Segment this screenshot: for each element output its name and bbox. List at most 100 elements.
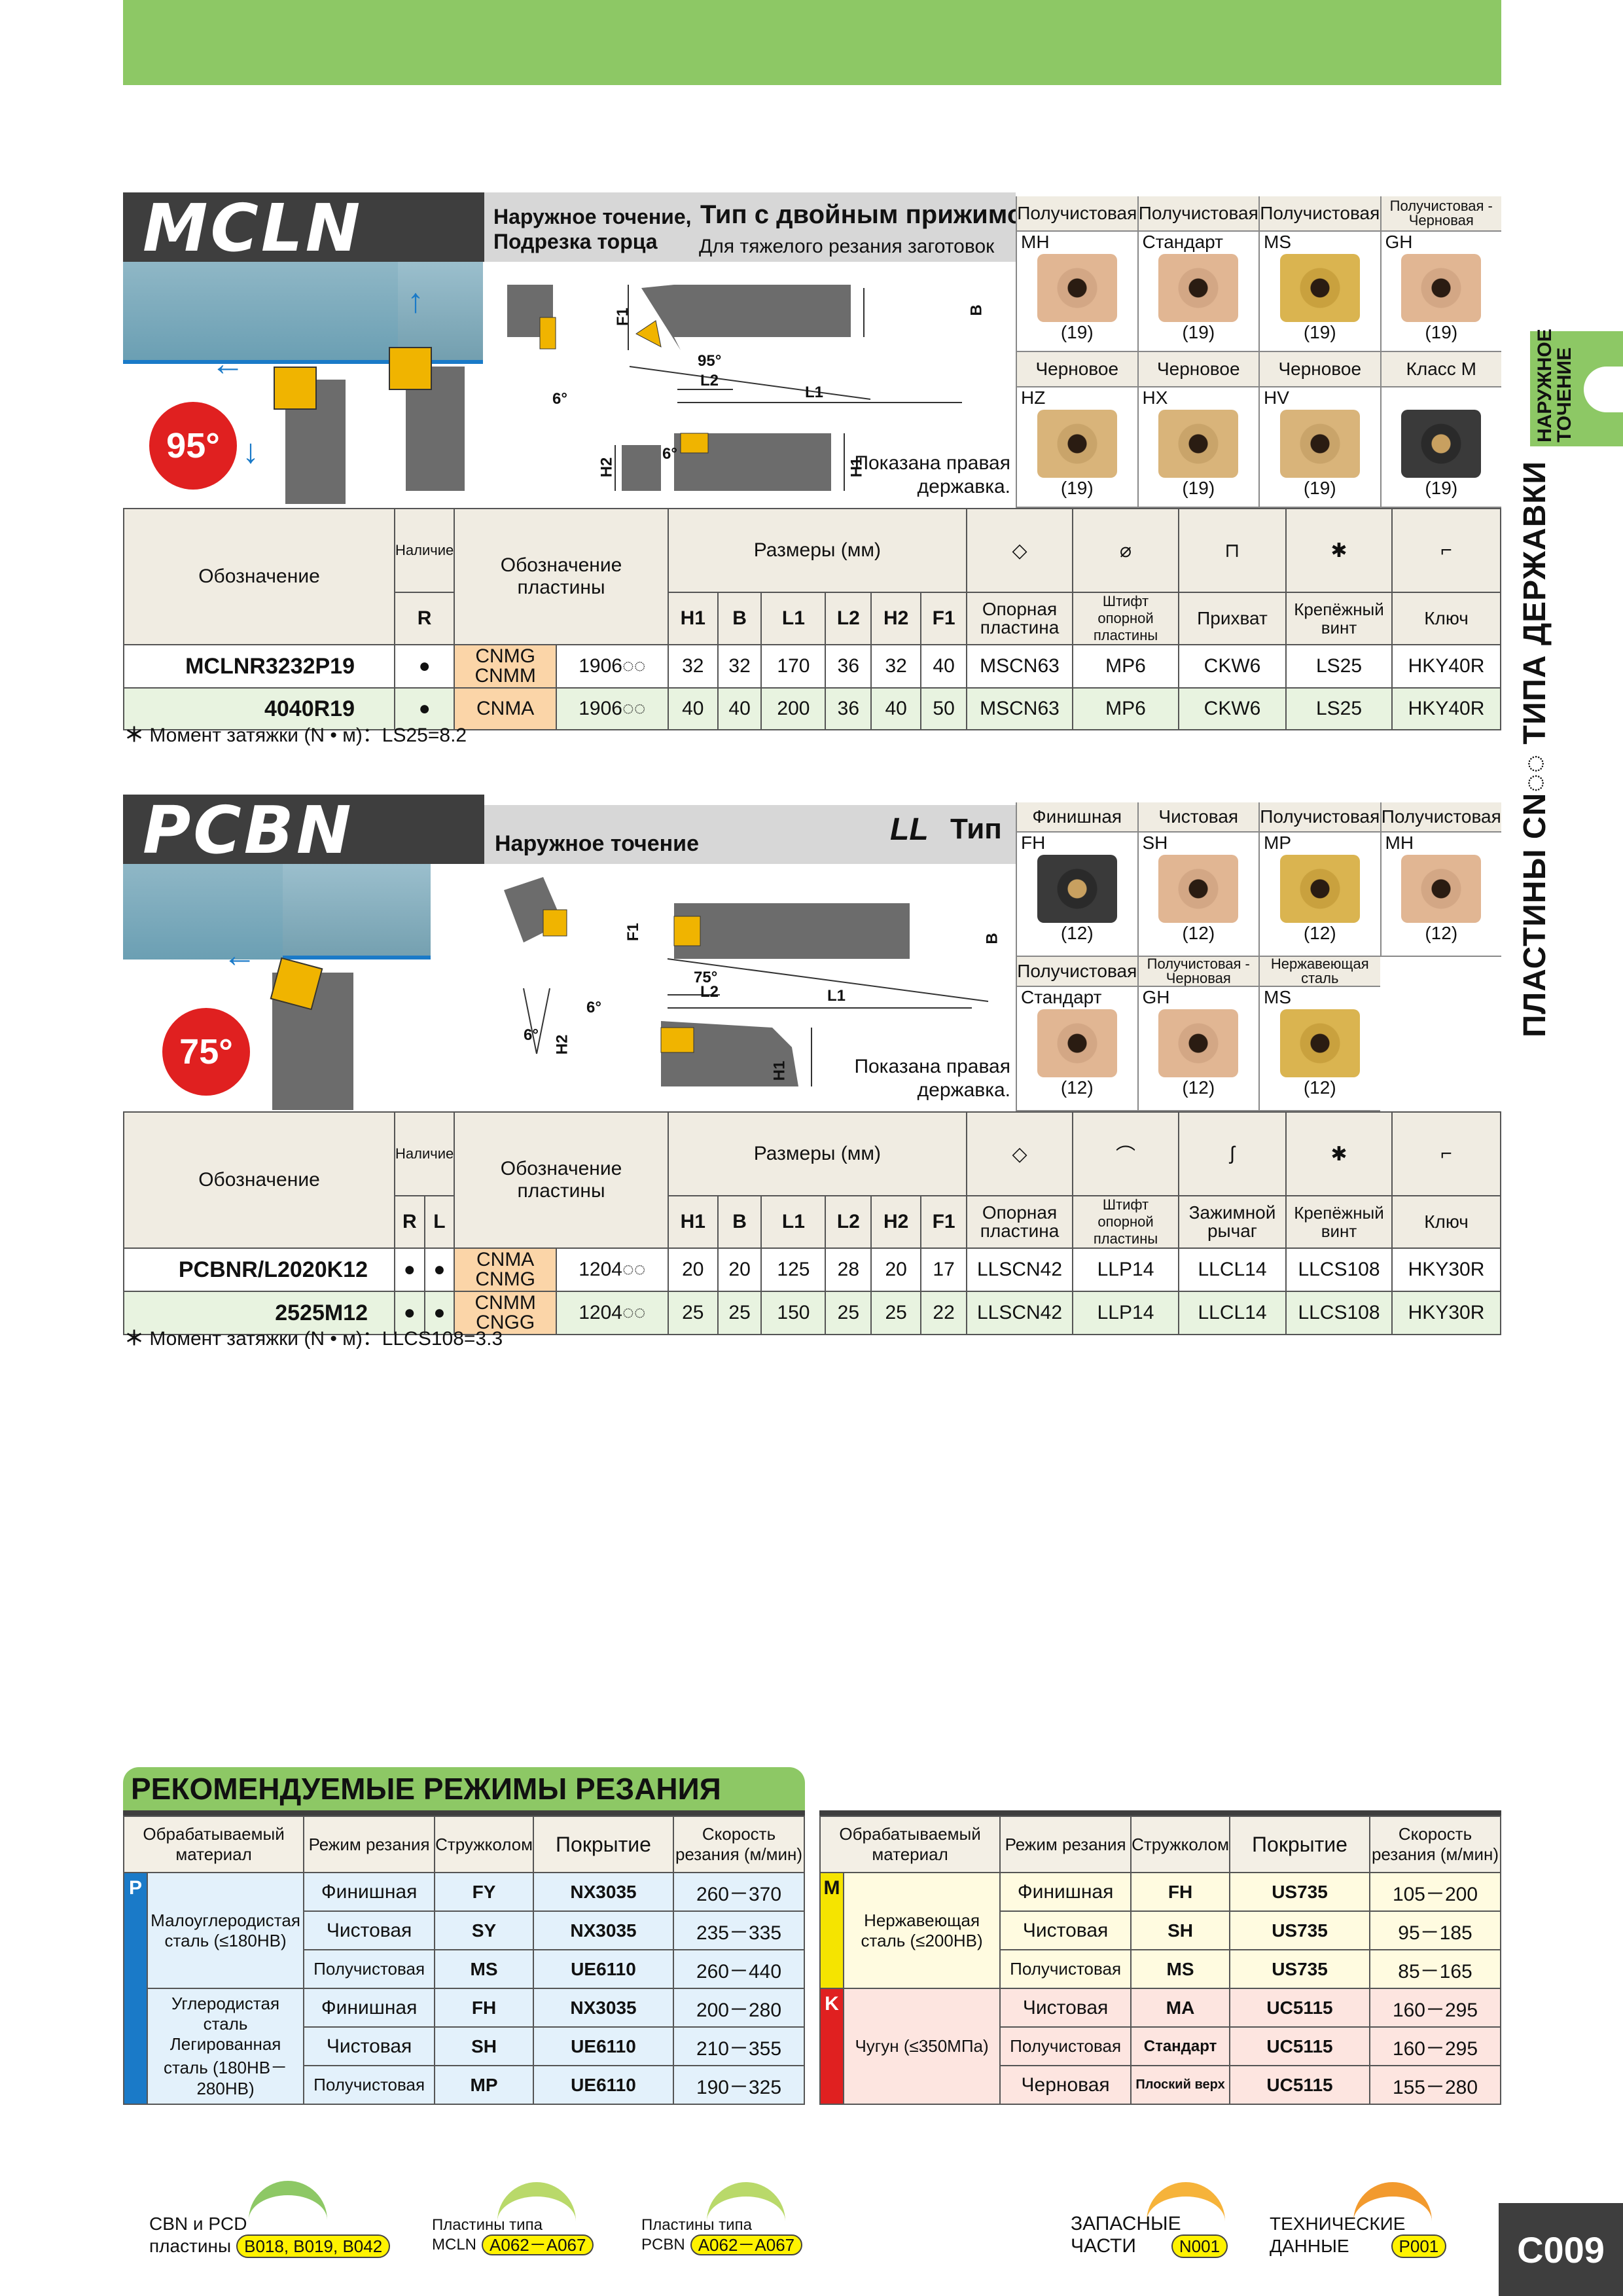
insert-head: Класс M	[1381, 352, 1501, 387]
insert-head: Нержавеющая сталь	[1260, 957, 1380, 987]
insert-image	[1279, 1009, 1360, 1077]
insert-count: (19)	[1060, 478, 1094, 498]
pcbn-workpiece-photo	[123, 864, 283, 960]
col-designation: Обозначение	[123, 508, 395, 645]
insert-code: Стандарт	[1021, 987, 1102, 1007]
pcbn-type-word: Тип	[950, 813, 1002, 845]
pcbn-spec-table: Обозначение Наличие Обозначение пластины…	[123, 1111, 1501, 1335]
col-stock: Наличие	[393, 1111, 455, 1196]
part-support: Опорная пластина	[966, 1195, 1073, 1249]
top-green-bar	[123, 0, 1501, 85]
curved-arrow-icon	[249, 2181, 327, 2227]
dim-6b: 6°	[524, 1026, 539, 1044]
curved-arrow-icon	[1353, 2182, 1432, 2228]
dim-95: 95°	[698, 352, 722, 370]
insert-count: (19)	[1303, 322, 1336, 342]
mcln-type-sub: Для тяжелого резания заготовок	[699, 236, 995, 257]
col-l: L	[423, 1195, 455, 1249]
dim-b: B	[967, 304, 986, 316]
rec-title: РЕКОМЕНДУЕМЫЕ РЕЖИМЫ РЕЗАНИЯ	[131, 1772, 721, 1806]
dim-75: 75°	[694, 969, 718, 986]
dim-l1-head: L1	[760, 1195, 827, 1249]
insert-count: (19)	[1425, 478, 1458, 498]
curved-arrow-icon	[497, 2182, 576, 2228]
col-insert: Обозначение пластины	[454, 508, 669, 645]
insert-head: Получистовая	[1138, 196, 1258, 232]
insert-image	[1158, 855, 1239, 923]
arrow-left-icon: ←	[211, 345, 245, 383]
dim-f1: F1	[624, 922, 643, 942]
col-r: R	[394, 1195, 425, 1249]
col-dims: Размеры (мм)	[667, 1111, 968, 1196]
insert-head: Черновое	[1017, 352, 1137, 387]
insert-image	[1279, 410, 1360, 478]
table-row: Получистовая MP UE6110 190－325	[124, 2065, 805, 2105]
dim-l2: L2	[700, 372, 719, 389]
key-icon: ⌐	[1391, 1111, 1501, 1196]
lever-icon: ʃ	[1178, 1111, 1287, 1196]
curved-arrow-icon	[1147, 2182, 1225, 2228]
dim-6: 6°	[586, 999, 601, 1016]
pin-icon: ⌀	[1072, 508, 1179, 593]
insert-head: Черновое	[1138, 352, 1258, 387]
pcbn-drawing: F1 B 75° L2 L1 6° 6° H2 H1 Показана прав…	[484, 864, 1016, 1111]
mcln-insert-right	[389, 347, 432, 390]
mcln-shown-note: Показана правая державка.	[854, 452, 1010, 497]
insert-image	[1279, 254, 1360, 322]
insert-code: MH	[1021, 232, 1050, 252]
mcln-angle-badge: 95°	[149, 402, 237, 490]
pcbn-title-block: PCBN	[123, 792, 484, 869]
dim-l2-head: L2	[825, 592, 872, 645]
mcln-desc: Наружное точение, Подрезка торца	[493, 205, 692, 253]
table-row: Получистовая MS UE6110 260－440	[124, 1949, 805, 1989]
insert-head: Получистовая - Черновая	[1138, 957, 1258, 987]
insert-count: (12)	[1060, 923, 1094, 943]
insert-head: Получистовая	[1017, 957, 1137, 987]
insert-image	[1158, 1009, 1239, 1077]
insert-code: SH	[1142, 833, 1168, 853]
table-row: Чистовая SH US735 95－185	[820, 1910, 1501, 1950]
insert-code: GH	[1385, 232, 1413, 252]
table-row: 4040R19 ● CNMA 1906◌◌ 40 40 200 36 40 50…	[123, 687, 1501, 730]
col-dims: Размеры (мм)	[667, 508, 968, 593]
insert-image	[1158, 254, 1239, 322]
screw-icon: ✱	[1285, 508, 1393, 593]
arrow-left-icon: ←	[223, 937, 257, 975]
insert-image	[1401, 410, 1482, 478]
insert-image	[1037, 254, 1117, 322]
arrow-down-icon: ↓	[242, 433, 259, 471]
insert-image	[1037, 410, 1117, 478]
pcbn-desc: Наружное точение	[495, 831, 699, 856]
table-row: Углеродистая сталь Легированная сталь (1…	[124, 1988, 805, 2105]
dim-6: 6°	[552, 390, 567, 408]
part-screw: Крепёжный винт	[1285, 1195, 1393, 1249]
dim-l2: L2	[700, 983, 719, 1001]
rec-right-rule	[819, 1810, 1501, 1816]
insert-count: (12)	[1303, 923, 1336, 943]
dim-b-head: B	[717, 592, 762, 645]
key-icon: ⌐	[1391, 508, 1501, 593]
table-row: M Нержавеющая сталь (≤200HB) Финишная FH…	[819, 1872, 1501, 1989]
part-key: Ключ	[1391, 592, 1501, 645]
dim-l1: L1	[805, 384, 824, 401]
dim-f1-head: F1	[920, 1195, 967, 1249]
curved-arrow-icon	[707, 2182, 785, 2228]
dim-6b: 6°	[662, 445, 677, 463]
insert-image	[1037, 855, 1117, 923]
dim-l1: L1	[827, 987, 846, 1005]
part-support: Опорная пластина	[966, 592, 1073, 645]
part-pin: Штифт опорной пластины	[1072, 592, 1179, 645]
insert-count: (12)	[1182, 1077, 1215, 1098]
mcln-torque-note: ＊ Момент затяжки (N • м)：LS25=8.2	[124, 725, 467, 746]
insert-count: (19)	[1182, 322, 1215, 342]
